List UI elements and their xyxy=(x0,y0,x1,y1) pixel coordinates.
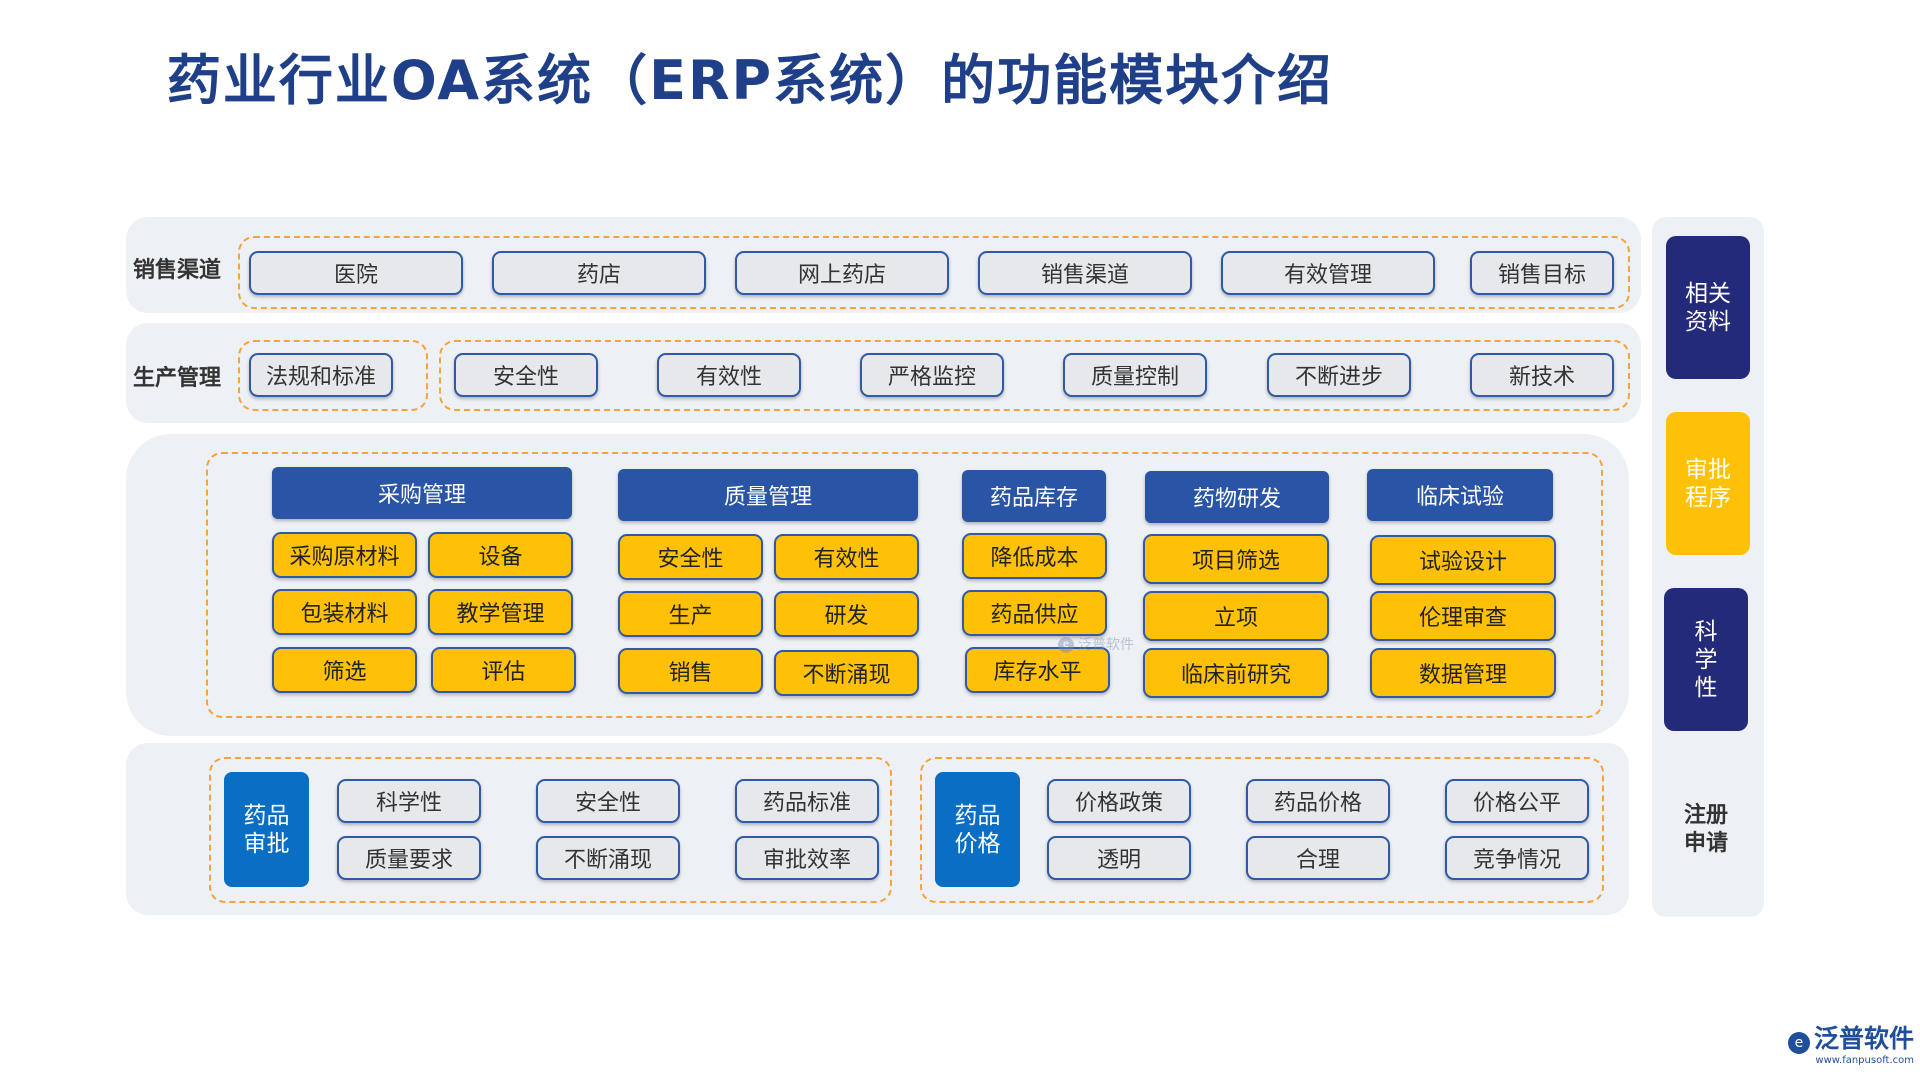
module-item[interactable]: 伦理审查 xyxy=(1370,591,1556,641)
sales-dashed-group xyxy=(238,236,1630,309)
approval-item[interactable]: 药品标准 xyxy=(735,779,879,823)
module-item[interactable]: 临床前研究 xyxy=(1143,648,1329,698)
sales-item[interactable]: 医院 xyxy=(249,251,463,295)
module-item[interactable]: 不断涌现 xyxy=(774,650,919,696)
module-header-quality[interactable]: 质量管理 xyxy=(618,469,918,521)
drug-approval-block[interactable]: 药品 审批 xyxy=(224,772,309,887)
module-item[interactable]: 立项 xyxy=(1143,591,1329,641)
production-regulations[interactable]: 法规和标准 xyxy=(249,353,393,397)
pricing-item[interactable]: 竞争情况 xyxy=(1445,836,1589,880)
production-dashed-group xyxy=(439,340,1630,411)
sales-item[interactable]: 销售目标 xyxy=(1470,251,1614,295)
module-header-inventory[interactable]: 药品库存 xyxy=(962,470,1106,522)
logo-name: 泛普软件 xyxy=(1813,1024,1914,1053)
production-item[interactable]: 质量控制 xyxy=(1063,353,1207,397)
module-item[interactable]: 评估 xyxy=(431,647,576,693)
side-related-materials[interactable]: 相关 资料 xyxy=(1666,236,1750,379)
side-approval-label: 审批 程序 xyxy=(1685,456,1731,511)
approval-item[interactable]: 科学性 xyxy=(337,779,481,823)
module-header-clinical[interactable]: 临床试验 xyxy=(1367,469,1553,521)
drug-pricing-block[interactable]: 药品 价格 xyxy=(935,772,1020,887)
module-header-purchasing[interactable]: 采购管理 xyxy=(272,467,572,519)
module-item[interactable]: 研发 xyxy=(774,591,919,637)
approval-dashed-group xyxy=(209,757,892,903)
module-item[interactable]: 筛选 xyxy=(272,647,417,693)
side-science[interactable]: 科 学 性 xyxy=(1664,588,1748,731)
sales-item[interactable]: 销售渠道 xyxy=(978,251,1192,295)
module-item[interactable]: 降低成本 xyxy=(962,533,1107,579)
sales-item[interactable]: 网上药店 xyxy=(735,251,949,295)
pricing-dashed-group xyxy=(920,757,1604,903)
module-header-rnd[interactable]: 药物研发 xyxy=(1145,471,1329,523)
fanpu-logo-icon: e xyxy=(1787,1031,1810,1054)
sales-item[interactable]: 药店 xyxy=(492,251,706,295)
side-approval-process[interactable]: 审批 程序 xyxy=(1666,412,1750,555)
approval-item[interactable]: 不断涌现 xyxy=(536,836,680,880)
drug-pricing-label: 药品 价格 xyxy=(954,802,1001,857)
side-related-label: 相关 资料 xyxy=(1685,280,1731,335)
module-item[interactable]: 设备 xyxy=(428,532,573,578)
fanpu-logo-icon: e xyxy=(1058,637,1074,653)
pricing-item[interactable]: 合理 xyxy=(1246,836,1390,880)
pricing-item[interactable]: 价格政策 xyxy=(1047,779,1191,823)
module-item[interactable]: 项目筛选 xyxy=(1143,534,1329,584)
module-item[interactable]: 采购原材料 xyxy=(272,532,417,578)
module-item[interactable]: 药品供应 xyxy=(962,590,1107,636)
production-dashed-first xyxy=(238,340,428,411)
module-item[interactable]: 生产 xyxy=(618,591,763,637)
production-item[interactable]: 严格监控 xyxy=(860,353,1004,397)
pricing-item[interactable]: 药品价格 xyxy=(1246,779,1390,823)
logo-url: www.fanpusoft.com xyxy=(1815,1055,1914,1066)
production-item[interactable]: 有效性 xyxy=(657,353,801,397)
approval-item[interactable]: 质量要求 xyxy=(337,836,481,880)
side-science-label: 科 学 性 xyxy=(1694,618,1718,701)
module-item[interactable]: 安全性 xyxy=(618,534,763,580)
sales-row-label: 销售渠道 xyxy=(133,258,222,283)
drug-approval-label: 药品 审批 xyxy=(243,802,290,857)
approval-item[interactable]: 安全性 xyxy=(536,779,680,823)
production-item[interactable]: 新技术 xyxy=(1470,353,1614,397)
module-item[interactable]: 库存水平 xyxy=(965,647,1110,693)
module-item[interactable]: 销售 xyxy=(618,648,763,694)
module-item[interactable]: 试验设计 xyxy=(1370,535,1556,585)
production-row-label: 生产管理 xyxy=(133,366,222,391)
module-item[interactable]: 数据管理 xyxy=(1370,648,1556,698)
module-item[interactable]: 包装材料 xyxy=(272,589,417,635)
module-item[interactable]: 有效性 xyxy=(774,534,919,580)
module-item[interactable]: 教学管理 xyxy=(428,589,573,635)
pricing-item[interactable]: 透明 xyxy=(1047,836,1191,880)
modules-dashed-group xyxy=(206,452,1603,718)
page-title: 药业行业OA系统（ERP系统）的功能模块介绍 xyxy=(166,49,1334,112)
approval-item[interactable]: 审批效率 xyxy=(735,836,879,880)
side-registration: 注册 申请 xyxy=(1683,803,1728,856)
watermark-text: 泛普软件 xyxy=(1078,637,1134,653)
sales-item[interactable]: 有效管理 xyxy=(1221,251,1435,295)
pricing-item[interactable]: 价格公平 xyxy=(1445,779,1589,823)
production-item[interactable]: 不断进步 xyxy=(1267,353,1411,397)
production-item[interactable]: 安全性 xyxy=(454,353,598,397)
